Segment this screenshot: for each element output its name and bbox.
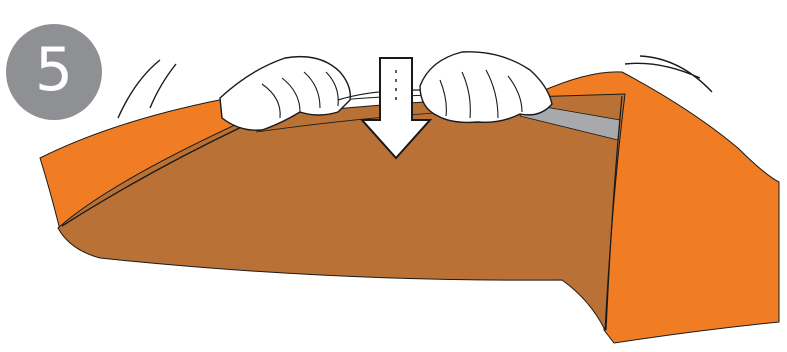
- right-hand-icon: [420, 52, 552, 123]
- step-number: 5: [35, 40, 73, 100]
- step-badge: 5: [6, 24, 102, 120]
- left-arm-outline: [118, 60, 176, 118]
